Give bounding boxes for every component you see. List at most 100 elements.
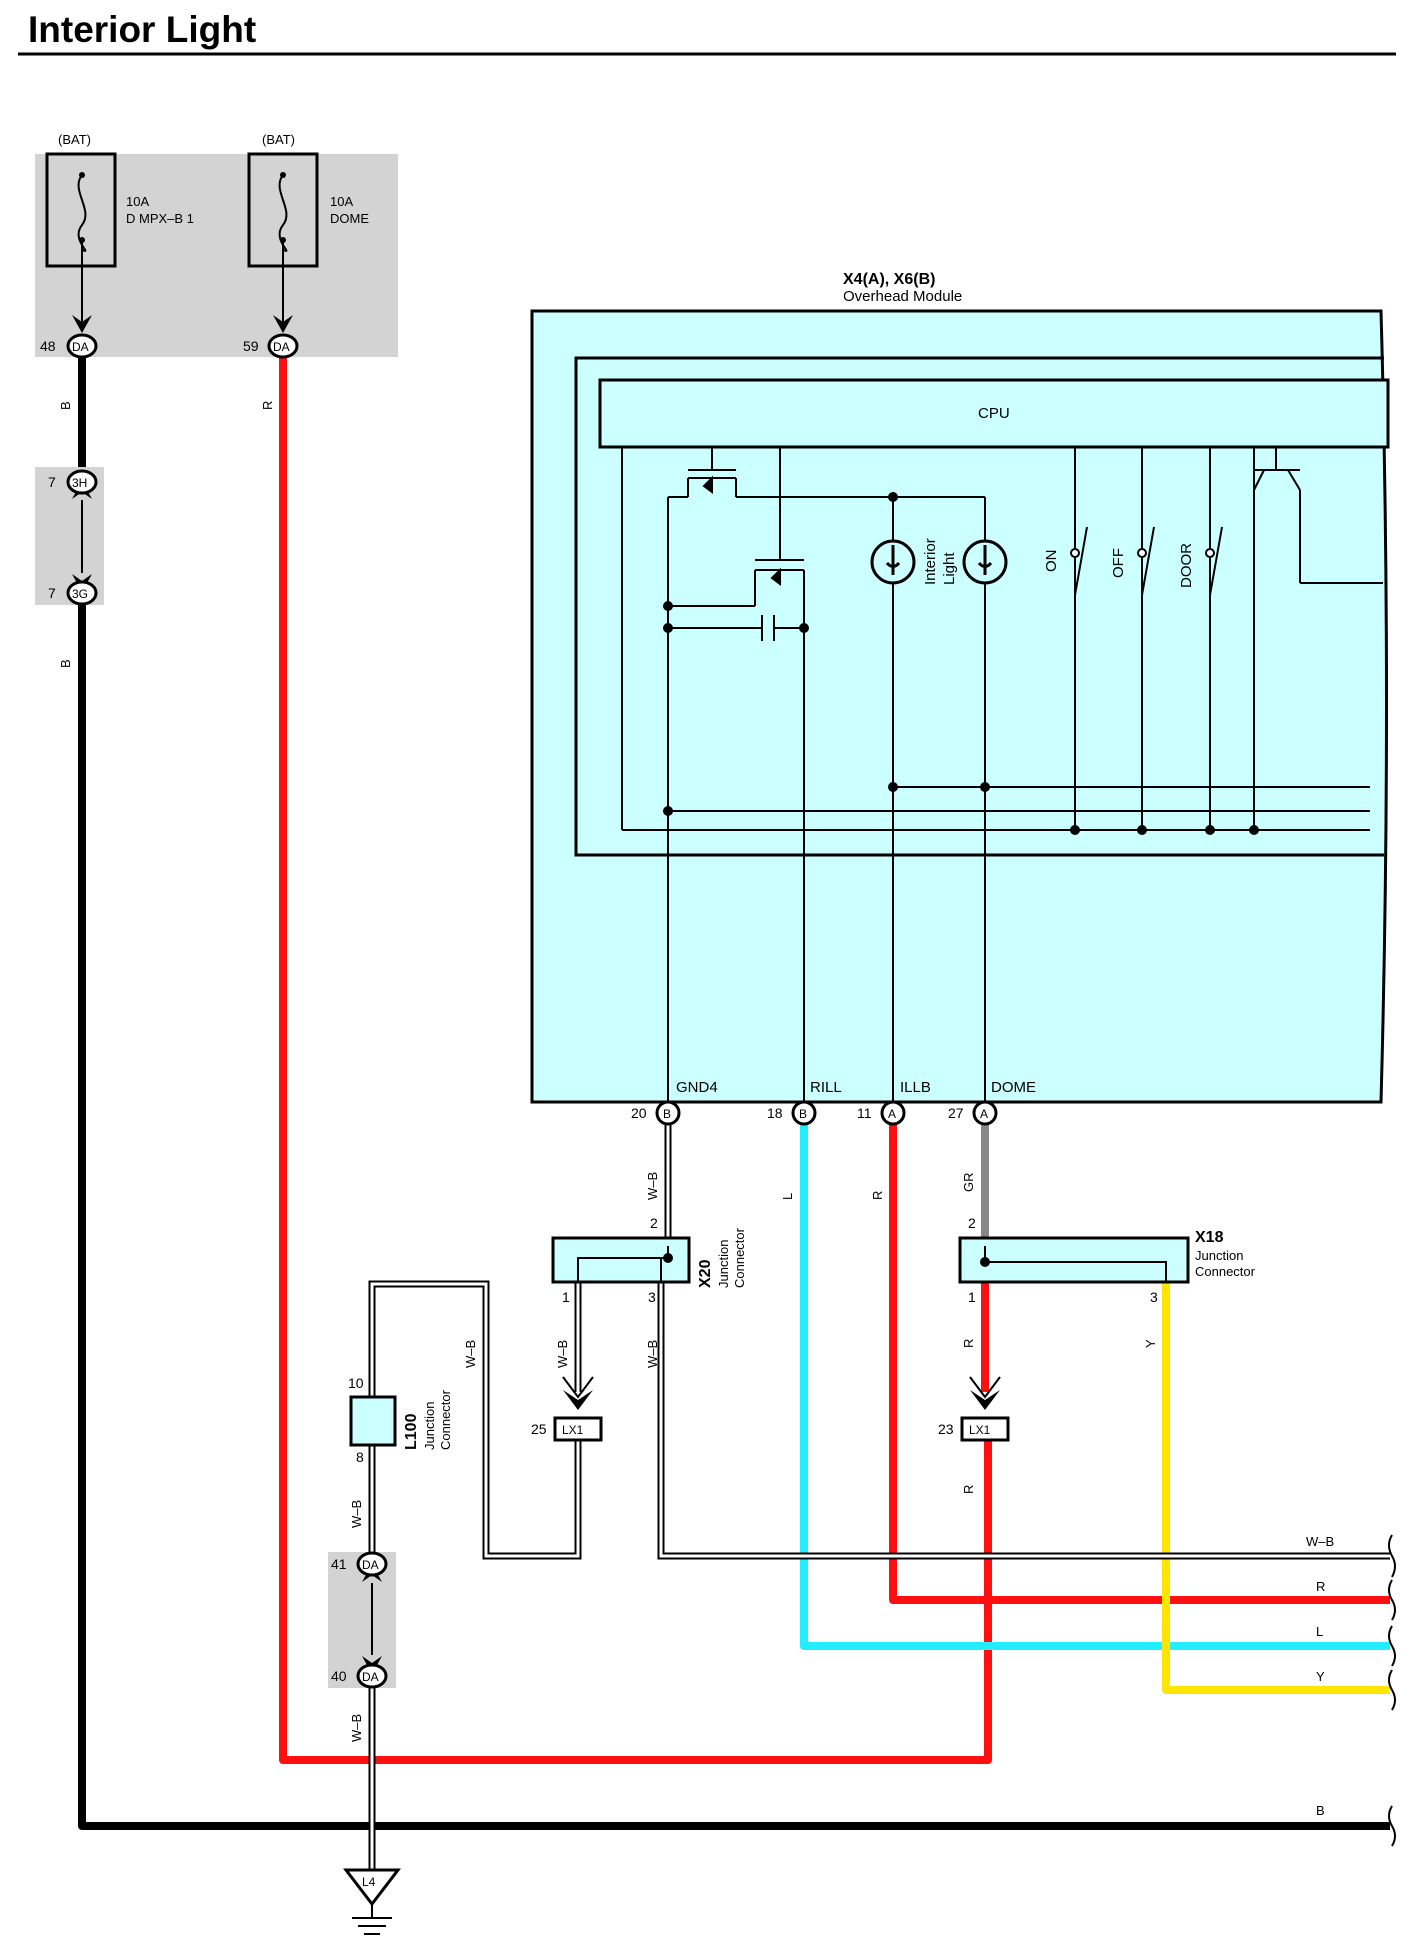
edge-label-y: Y bbox=[1316, 1669, 1325, 1684]
wire-r-illb bbox=[889, 1120, 1390, 1604]
svg-text:Junction: Junction bbox=[422, 1402, 437, 1450]
svg-text:7: 7 bbox=[48, 585, 56, 601]
svg-text:DA: DA bbox=[362, 1558, 379, 1572]
svg-text:11: 11 bbox=[857, 1105, 872, 1121]
fuse-dome: (BAT) 10A DOME bbox=[247, 132, 369, 325]
svg-text:DA: DA bbox=[362, 1670, 379, 1684]
svg-text:R: R bbox=[961, 1339, 976, 1348]
connector-59-da: DA 59 bbox=[243, 333, 299, 359]
lamp-wires bbox=[892, 497, 986, 1102]
wire-break-marks bbox=[1388, 1534, 1396, 1847]
svg-text:59: 59 bbox=[243, 338, 259, 354]
svg-text:L100: L100 bbox=[403, 1413, 420, 1450]
svg-text:R: R bbox=[260, 401, 275, 410]
fuse-name: D MPX–B 1 bbox=[126, 211, 194, 226]
svg-text:X20: X20 bbox=[697, 1259, 714, 1288]
wire-l bbox=[800, 1120, 1390, 1650]
terminal-18-b: B 18 bbox=[767, 1100, 817, 1126]
svg-text:25: 25 bbox=[531, 1421, 547, 1437]
lamp-label-1: Interior bbox=[922, 538, 939, 585]
switch-label-off: OFF bbox=[1110, 548, 1127, 578]
switch-label-on: ON bbox=[1043, 550, 1060, 573]
wire-y bbox=[1162, 1283, 1390, 1694]
svg-text:1: 1 bbox=[968, 1289, 976, 1305]
svg-text:40: 40 bbox=[331, 1668, 347, 1684]
edge-label-l: L bbox=[1316, 1624, 1323, 1639]
edge-label-b: B bbox=[1316, 1803, 1325, 1818]
svg-text:L4: L4 bbox=[362, 1875, 376, 1889]
svg-text:W–B: W–B bbox=[349, 1500, 364, 1528]
svg-text:3: 3 bbox=[648, 1289, 656, 1305]
svg-text:DA: DA bbox=[273, 340, 290, 354]
svg-text:27: 27 bbox=[948, 1105, 964, 1121]
page-title: Interior Light bbox=[28, 9, 256, 50]
fuse-source-label: (BAT) bbox=[262, 132, 295, 147]
wire-wb bbox=[368, 1120, 1390, 1870]
svg-text:LX1: LX1 bbox=[562, 1423, 584, 1437]
svg-text:DA: DA bbox=[72, 340, 89, 354]
fet-transistor-1 bbox=[667, 447, 985, 1102]
switch-label-door: DOOR bbox=[1178, 543, 1195, 588]
transistor-icon bbox=[1253, 447, 1383, 584]
svg-text:Y: Y bbox=[1143, 1339, 1158, 1348]
svg-text:X18: X18 bbox=[1195, 1229, 1224, 1246]
connector-7-3h: 3H 7 bbox=[48, 469, 98, 495]
lamp-label-2: Light bbox=[941, 552, 958, 585]
svg-text:48: 48 bbox=[40, 338, 56, 354]
connector-48-da: DA 48 bbox=[40, 333, 98, 359]
inline-link-lines bbox=[81, 500, 1001, 1655]
cpu-block bbox=[598, 378, 1390, 449]
svg-text:A: A bbox=[888, 1107, 896, 1121]
svg-text:Connector: Connector bbox=[438, 1389, 453, 1450]
svg-text:2: 2 bbox=[650, 1215, 658, 1231]
connector-23-lx1: LX1 23 bbox=[938, 1416, 1010, 1442]
svg-text:W–B: W–B bbox=[463, 1340, 478, 1368]
svg-text:18: 18 bbox=[767, 1105, 783, 1121]
fuse-name: DOME bbox=[330, 211, 369, 226]
svg-text:R: R bbox=[870, 1191, 885, 1200]
svg-text:2: 2 bbox=[968, 1215, 976, 1231]
svg-text:10: 10 bbox=[348, 1375, 364, 1391]
svg-text:B: B bbox=[663, 1107, 671, 1121]
svg-text:Junction: Junction bbox=[716, 1240, 731, 1288]
module-code: X4(A), X6(B) bbox=[843, 271, 935, 288]
wire-labels: B B R W–B W–B W–B W–B W–B W–B L R GR R R… bbox=[58, 401, 1158, 1742]
svg-text:W–B: W–B bbox=[555, 1340, 570, 1368]
terminal-label-rill: RILL bbox=[810, 1079, 842, 1096]
svg-text:3H: 3H bbox=[72, 476, 87, 490]
connector-7-3g: 3G 7 bbox=[48, 580, 98, 606]
fuse-box-area bbox=[35, 154, 398, 357]
svg-text:R: R bbox=[961, 1485, 976, 1494]
svg-text:B: B bbox=[58, 401, 73, 410]
svg-text:GR: GR bbox=[961, 1173, 976, 1193]
wire-b bbox=[78, 357, 1390, 1830]
fet-transistor-2 bbox=[668, 447, 805, 1102]
fuse-source-label: (BAT) bbox=[58, 132, 91, 147]
junction-connector-x18: 2 1 3 X18 Junction Connector bbox=[958, 1215, 1256, 1305]
svg-text:3G: 3G bbox=[72, 587, 88, 601]
terminal-label-gnd4: GND4 bbox=[676, 1079, 718, 1096]
terminal-27-a: A 27 bbox=[948, 1100, 998, 1126]
module-name: Overhead Module bbox=[843, 288, 962, 305]
junction-connector-l100: 10 8 L100 Junction Connector bbox=[348, 1375, 453, 1465]
cpu-label: CPU bbox=[978, 405, 1010, 422]
svg-text:20: 20 bbox=[631, 1105, 647, 1121]
svg-text:B: B bbox=[799, 1107, 807, 1121]
svg-text:W–B: W–B bbox=[645, 1172, 660, 1200]
svg-text:8: 8 bbox=[356, 1449, 364, 1465]
svg-text:23: 23 bbox=[938, 1421, 954, 1437]
fuse-rating: 10A bbox=[126, 194, 149, 209]
svg-text:W–B: W–B bbox=[645, 1340, 660, 1368]
module-inner-frame bbox=[574, 356, 1384, 857]
svg-text:W–B: W–B bbox=[349, 1714, 364, 1742]
svg-text:L: L bbox=[780, 1193, 795, 1200]
edge-label-wb: W–B bbox=[1306, 1534, 1334, 1549]
terminal-label-dome: DOME bbox=[991, 1079, 1036, 1096]
terminal-label-illb: ILLB bbox=[900, 1079, 931, 1096]
svg-text:Junction: Junction bbox=[1195, 1248, 1243, 1263]
svg-text:7: 7 bbox=[48, 474, 56, 490]
switch-icons bbox=[1070, 526, 1223, 596]
svg-text:41: 41 bbox=[331, 1556, 347, 1572]
terminal-20-b: B 20 bbox=[631, 1100, 681, 1126]
